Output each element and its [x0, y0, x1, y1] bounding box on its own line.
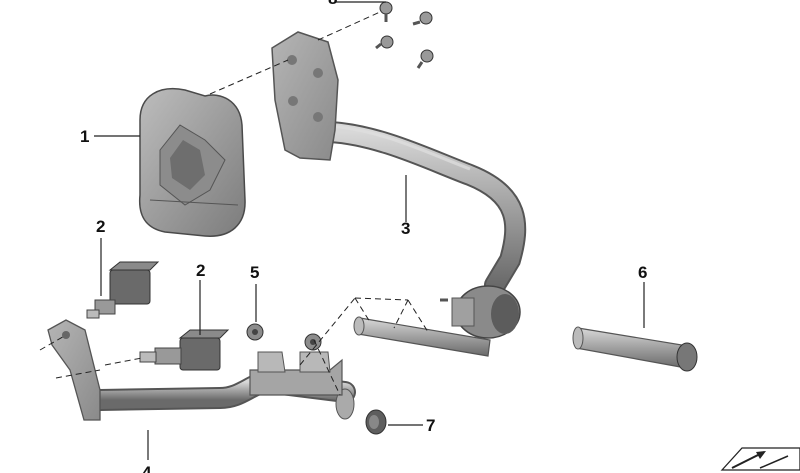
part-5-screws	[246, 323, 322, 351]
part-3-bracket-tube	[271, 31, 527, 357]
assembly-lines	[39, 11, 429, 396]
part-2-switch-lower	[139, 329, 230, 371]
callout-5: 5	[250, 263, 259, 282]
part-2-switch-upper	[86, 261, 160, 319]
part-6-pin	[572, 326, 698, 372]
leader-lines	[94, 1, 645, 460]
diagram-corner-symbol	[720, 447, 800, 471]
callout-8: 8	[328, 0, 337, 8]
callout-7: 7	[426, 416, 435, 435]
callout-4: 4	[142, 463, 152, 473]
part-7-grommet	[365, 409, 387, 435]
callout-2-upper: 2	[96, 217, 105, 236]
part-1-cover-cap	[138, 88, 246, 237]
callout-1: 1	[80, 127, 89, 146]
callout-6: 6	[638, 263, 647, 282]
part-8-bolts	[375, 1, 434, 69]
callout-2-lower: 2	[196, 261, 205, 280]
callout-3: 3	[401, 219, 410, 238]
